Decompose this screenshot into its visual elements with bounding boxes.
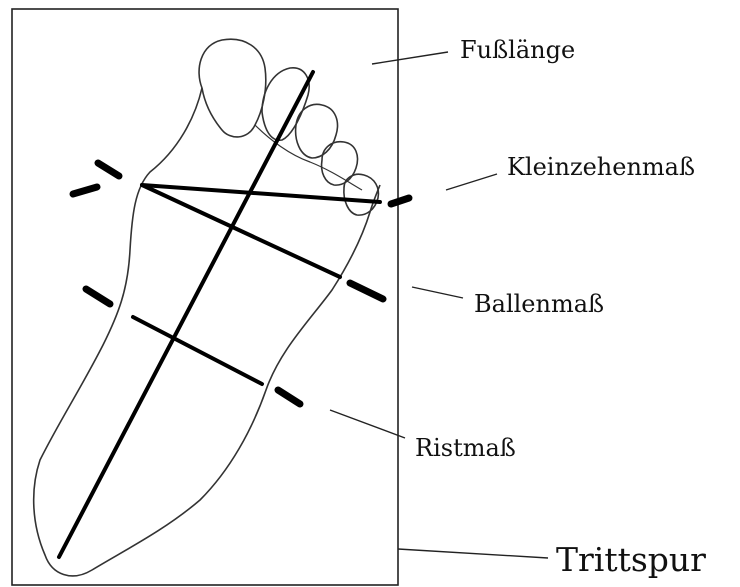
- leader-ball: [412, 287, 463, 298]
- marker-instep-left: [86, 289, 110, 304]
- label-instep: Ristmaß: [415, 434, 516, 462]
- marker-little-toe-left-a: [98, 163, 119, 176]
- second-toe: [262, 68, 309, 140]
- instep-line: [133, 317, 262, 384]
- marker-little-toe-left-b: [73, 187, 97, 194]
- marker-instep-right: [278, 390, 300, 404]
- label-little-toe: Kleinzehenmaß: [507, 153, 695, 181]
- marker-ball-right: [350, 283, 383, 299]
- foot-length-axis: [59, 72, 313, 557]
- leader-foot-length: [372, 52, 448, 64]
- label-footprint: Trittspur: [556, 540, 706, 579]
- fourth-toe: [322, 142, 358, 185]
- third-toe: [296, 104, 338, 158]
- big-toe: [199, 39, 266, 137]
- label-ball: Ballenmaß: [474, 290, 604, 318]
- leader-little-toe: [446, 174, 497, 190]
- label-foot-length: Fußlänge: [460, 36, 575, 64]
- marker-little-toe-right: [391, 198, 409, 204]
- leader-instep: [330, 410, 405, 438]
- foot-outline: [34, 39, 380, 576]
- leader-footprint: [398, 549, 548, 558]
- footprint-frame: [12, 9, 398, 585]
